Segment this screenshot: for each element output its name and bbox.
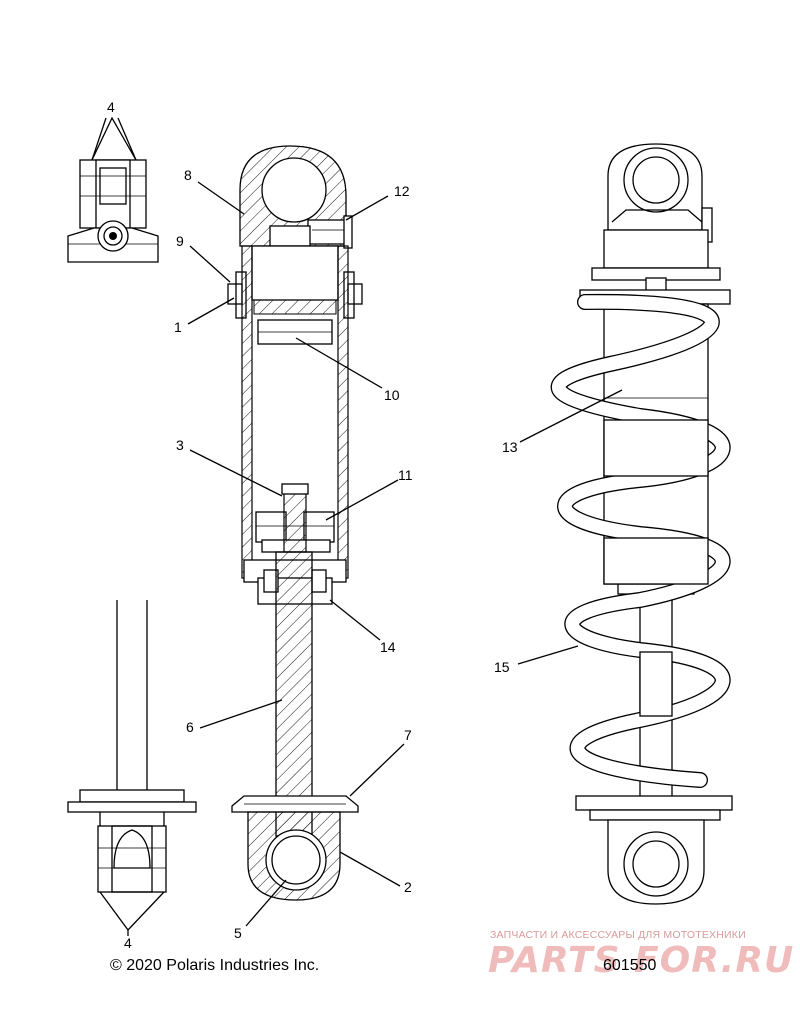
leader-6 xyxy=(199,699,283,729)
callout-6: 6 xyxy=(186,719,194,735)
leader-9 xyxy=(189,245,231,283)
callout-3: 3 xyxy=(176,437,184,453)
callout-10: 10 xyxy=(384,387,400,403)
callout-15: 15 xyxy=(494,659,510,675)
callout-12: 12 xyxy=(394,183,410,199)
leader-11 xyxy=(325,479,399,521)
leader-1 xyxy=(187,297,235,325)
callout-4-lower: 4 xyxy=(124,935,132,951)
shock-cross-section xyxy=(227,145,363,901)
leader-2 xyxy=(339,851,401,887)
shock-assembled xyxy=(550,143,733,905)
diagram-part-number: 601550 xyxy=(603,957,657,974)
leader-lines xyxy=(91,117,623,936)
callout-14: 14 xyxy=(380,639,396,655)
watermark-logo: PARTS FOR.RU xyxy=(488,940,795,981)
leader-14 xyxy=(329,599,381,641)
leader-3 xyxy=(189,449,283,497)
callout-9: 9 xyxy=(176,233,184,249)
callout-4-upper: 4 xyxy=(107,99,115,115)
callout-8: 8 xyxy=(184,167,192,183)
leader-4-upper-b xyxy=(117,117,137,161)
copyright-text: © 2020 Polaris Industries Inc. xyxy=(110,957,320,974)
callout-2: 2 xyxy=(404,879,412,895)
leader-4-upper-a xyxy=(91,117,107,161)
callout-11: 11 xyxy=(398,467,413,483)
leader-13 xyxy=(519,389,623,443)
callout-labels: 4 8 12 9 1 10 3 11 13 14 15 6 7 2 5 4 xyxy=(107,99,518,951)
leader-15 xyxy=(517,645,579,665)
leader-8 xyxy=(197,181,245,215)
callout-7: 7 xyxy=(404,727,412,743)
leader-10 xyxy=(295,337,383,389)
leader-12 xyxy=(345,195,389,221)
leader-5 xyxy=(245,879,287,927)
detail-top-eyelet xyxy=(67,116,159,263)
watermark-tagline: ЗАПЧАСТИ И АКСЕССУАРЫ ДЛЯ МОТОТЕХНИКИ xyxy=(490,929,746,941)
callout-13: 13 xyxy=(502,439,518,455)
leader-7 xyxy=(349,743,405,797)
callout-1: 1 xyxy=(174,319,182,335)
detail-bottom-eyelet xyxy=(67,600,197,932)
callout-5: 5 xyxy=(234,925,242,941)
